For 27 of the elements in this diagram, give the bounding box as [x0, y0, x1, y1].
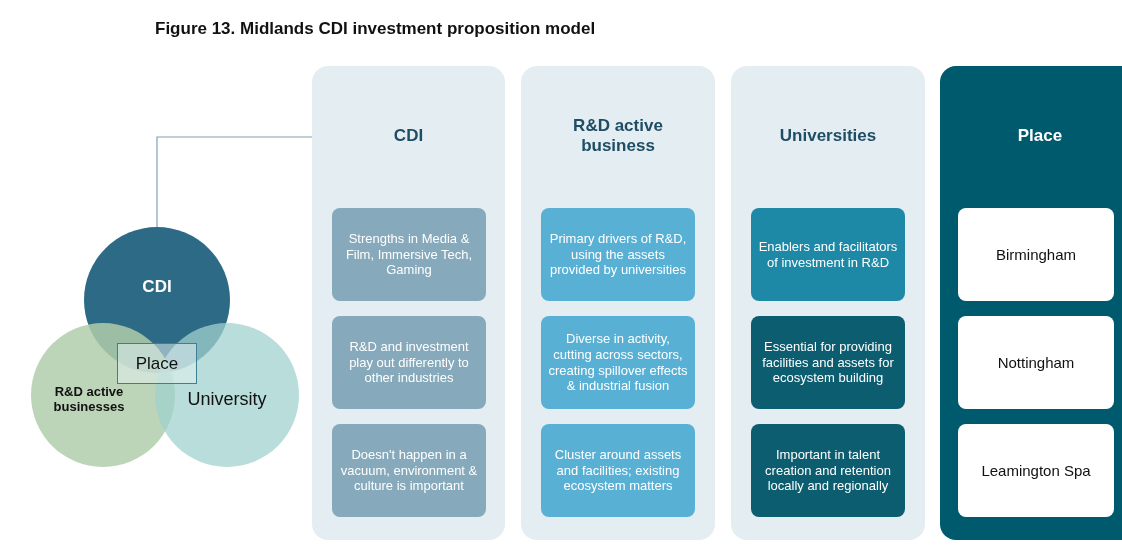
text-card: Doesn't happen in a vacuum, environment & culture is important [332, 424, 486, 517]
text-card: Strengths in Media & Film, Immersive Tech, Gaming [332, 208, 486, 301]
text-card: Essential for providing facilities and assets for ecosystem building [751, 316, 905, 409]
text-card: Nottingham [958, 316, 1114, 409]
column-panel [521, 66, 715, 540]
column-panel [312, 66, 505, 540]
venn-label: R&D active businesses [52, 385, 126, 415]
column-panel [940, 66, 1122, 540]
figure-title: Figure 13. Midlands CDI investment proposition model [155, 19, 596, 39]
column-panel [731, 66, 925, 540]
venn-label: Place [135, 353, 179, 374]
place-box [117, 343, 197, 384]
column-heading: CDI [392, 124, 425, 147]
text-card: Diverse in activity, cutting across sectors, creating spillover effects & industrial fusion [541, 316, 695, 409]
text-card: Birmingham [958, 208, 1114, 301]
connector-line [156, 136, 313, 228]
text-card: Important in talent creation and retention locally and regionally [751, 424, 905, 517]
text-card: Cluster around assets and facilities; existing ecosystem matters [541, 424, 695, 517]
text-card: Primary drivers of R&D, using the assets provided by universities [541, 208, 695, 301]
column-heading: Place [1016, 124, 1064, 147]
text-card: Leamington Spa [958, 424, 1114, 517]
column-heading: Universities [778, 124, 878, 147]
text-card: R&D and investment play out differently to other industries [332, 316, 486, 409]
venn-label: University [187, 388, 267, 410]
text-card: Enablers and facilitators of investment in R&D [751, 208, 905, 301]
venn-label: CDI [142, 277, 172, 297]
column-heading: R&D active business [572, 114, 664, 157]
